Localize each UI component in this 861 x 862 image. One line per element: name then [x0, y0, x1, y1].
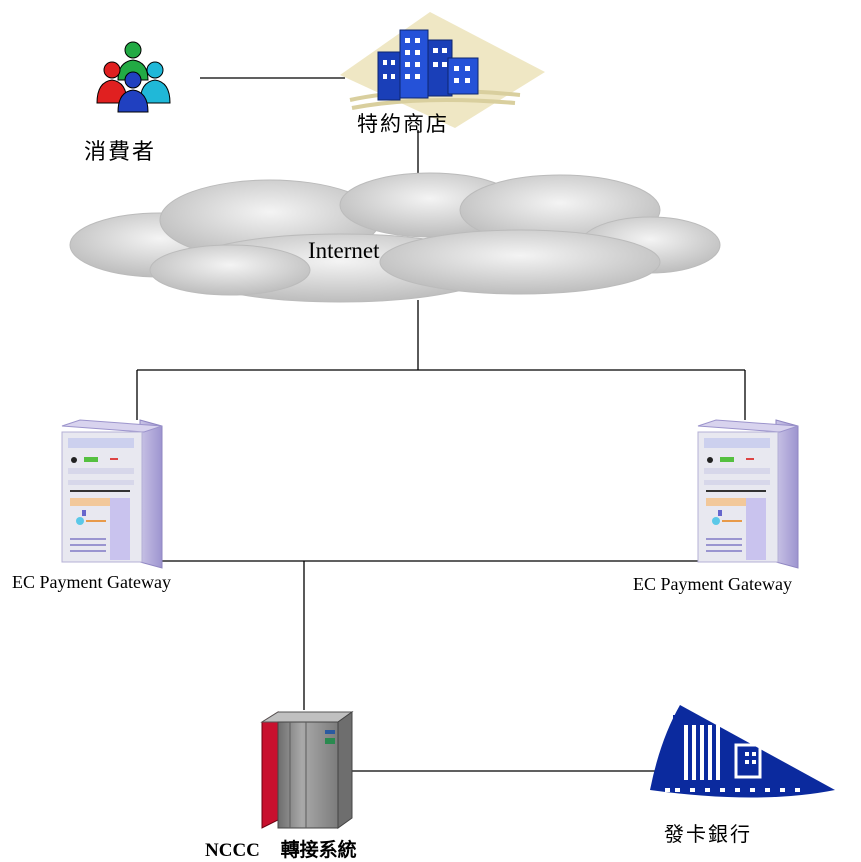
gateway-left-label: EC Payment Gateway [12, 572, 171, 592]
internet-label: Internet [308, 238, 380, 263]
gateway-right-label: EC Payment Gateway [633, 574, 792, 594]
server-tower-icon [61, 419, 163, 569]
connectors [136, 77, 746, 772]
office-building-icon [340, 12, 545, 128]
consumer-label: 消費者 [84, 140, 157, 165]
cloud-icon [69, 172, 721, 303]
nccc-name: NCCC [205, 840, 260, 861]
switch-system-name: 轉接系統 [280, 840, 357, 861]
merchant-label: 特約商店 [357, 112, 449, 136]
people-group-icon [96, 41, 171, 113]
bank-building-icon [650, 705, 835, 798]
mainframe-icon [260, 711, 354, 829]
issuing-bank-label: 發卡銀行 [664, 822, 752, 846]
server-tower-icon [697, 419, 799, 569]
nccc-label: NCCC 轉接系統 [205, 835, 357, 862]
